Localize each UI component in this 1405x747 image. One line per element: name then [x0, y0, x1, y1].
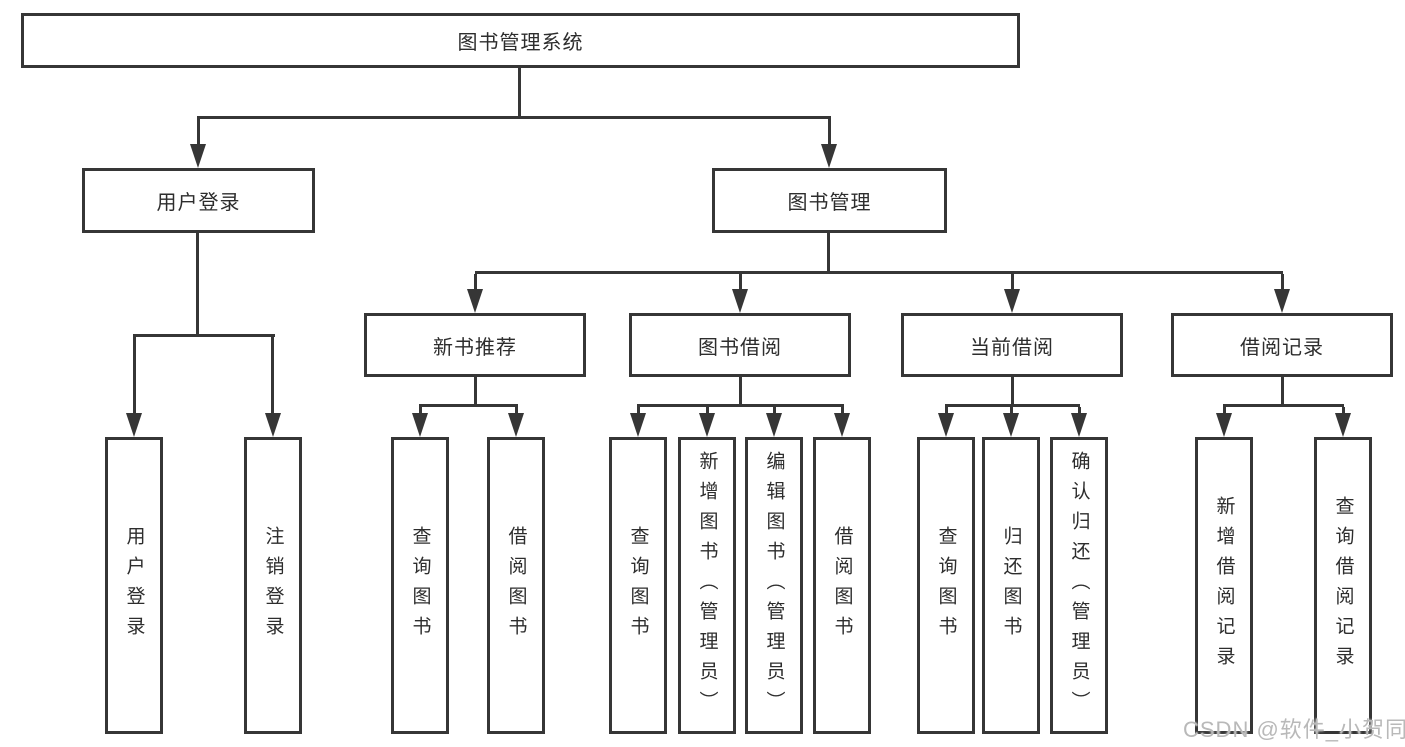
node-label: 当前借阅 [970, 336, 1054, 359]
leaf-label: 归还图书 [1000, 525, 1022, 646]
leaf-borrowing-add-book-admin: 新增图书（管理员） [678, 437, 736, 734]
arrowhead-icon [126, 413, 142, 437]
leaf-label: 新增借阅记录 [1213, 495, 1235, 676]
node-borrowing-records: 借阅记录 [1171, 313, 1393, 377]
node-current-borrowing: 当前借阅 [901, 313, 1123, 377]
arrowhead-icon [265, 413, 281, 437]
leaf-borrowing-borrow-books: 借阅图书 [813, 437, 871, 734]
connector-user-login-stem [196, 233, 199, 336]
leaf-borrowing-query-books: 查询图书 [609, 437, 667, 734]
node-label: 图书管理 [787, 192, 872, 214]
leaf-label: 注销登录 [262, 525, 284, 646]
connector-stem [1281, 377, 1284, 406]
connector-stub [841, 407, 844, 415]
connector-stub [419, 407, 422, 415]
leaf-records-add-record: 新增借阅记录 [1195, 437, 1253, 734]
leaf-current-confirm-return-admin: 确认归还（管理员） [1050, 437, 1108, 734]
connector-book-mgmt-rail [475, 271, 1283, 274]
arrowhead-icon [412, 413, 428, 437]
connector-stub [515, 407, 518, 415]
leaf-newbook-borrow-books: 借阅图书 [487, 437, 545, 734]
node-label: 借阅记录 [1240, 336, 1324, 359]
arrowhead-icon [732, 289, 748, 313]
connector-stub [1223, 407, 1226, 415]
leaf-label: 用户登录 [123, 525, 145, 646]
connector-stub [945, 407, 948, 415]
node-new-book-recommend: 新书推荐 [364, 313, 586, 377]
connector-stub [706, 407, 709, 415]
connector-stub [773, 407, 776, 415]
leaf-user-login: 用户登录 [105, 437, 163, 734]
connector-stub [739, 274, 742, 290]
leaf-label: 查询图书 [627, 525, 649, 646]
node-label: 图书管理系统 [457, 32, 584, 54]
arrowhead-icon [1335, 413, 1351, 437]
arrowhead-icon [938, 413, 954, 437]
connector-stub [133, 337, 136, 415]
arrowhead-icon [821, 144, 837, 168]
leaf-current-query-books: 查询图书 [917, 437, 975, 734]
connector-stub [197, 119, 200, 147]
arrowhead-icon [630, 413, 646, 437]
csdn-watermark: CSDN @软件_小贺同学 [1183, 717, 1405, 742]
leaf-logout: 注销登录 [244, 437, 302, 734]
leaf-label: 查询图书 [935, 525, 957, 646]
leaf-label: 查询借阅记录 [1332, 495, 1354, 676]
connector-book-mgmt-stem [827, 233, 830, 273]
connector-stem [474, 377, 477, 406]
leaf-current-return-books: 归还图书 [982, 437, 1040, 734]
node-library-management-system: 图书管理系统 [21, 13, 1020, 68]
leaf-newbook-query-books: 查询图书 [391, 437, 449, 734]
leaf-label: 编辑图书（管理员） [763, 450, 785, 721]
connector-stub [637, 407, 640, 415]
leaf-records-query-record: 查询借阅记录 [1314, 437, 1372, 734]
arrowhead-icon [467, 289, 483, 313]
node-label: 用户登录 [156, 192, 241, 214]
leaf-label: 确认归还（管理员） [1068, 450, 1090, 721]
connector-stub [1281, 274, 1284, 290]
connector-rail [637, 404, 844, 407]
node-user-login: 用户登录 [82, 168, 315, 233]
arrowhead-icon [1071, 413, 1087, 437]
connector-rail [419, 404, 518, 407]
arrowhead-icon [766, 413, 782, 437]
node-book-management: 图书管理 [712, 168, 947, 233]
leaf-label: 借阅图书 [831, 525, 853, 646]
leaf-borrowing-edit-book-admin: 编辑图书（管理员） [745, 437, 803, 734]
arrowhead-icon [834, 413, 850, 437]
node-label: 新书推荐 [433, 336, 517, 359]
arrowhead-icon [699, 413, 715, 437]
leaf-label: 新增图书（管理员） [696, 450, 718, 721]
arrowhead-icon [1216, 413, 1232, 437]
node-label: 图书借阅 [698, 336, 782, 359]
arrowhead-icon [1003, 413, 1019, 437]
connector-rail [945, 404, 1080, 407]
connector-user-login-rail [133, 334, 275, 337]
connector-stub [1078, 407, 1081, 415]
connector-stub [1342, 407, 1345, 415]
connector-rail [1223, 404, 1344, 407]
arrowhead-icon [190, 144, 206, 168]
node-book-borrowing: 图书借阅 [629, 313, 851, 377]
arrowhead-icon [1004, 289, 1020, 313]
connector-stub [474, 274, 477, 290]
connector-stem [1011, 377, 1014, 406]
connector-root-stem [518, 68, 521, 118]
connector-root-rail [197, 116, 831, 119]
arrowhead-icon [1274, 289, 1290, 313]
connector-stem [739, 377, 742, 406]
connector-stub [828, 119, 831, 147]
leaf-label: 查询图书 [409, 525, 431, 646]
connector-stub [271, 337, 274, 415]
connector-stub [1010, 407, 1013, 415]
leaf-label: 借阅图书 [505, 525, 527, 646]
arrowhead-icon [508, 413, 524, 437]
connector-stub [1011, 274, 1014, 290]
